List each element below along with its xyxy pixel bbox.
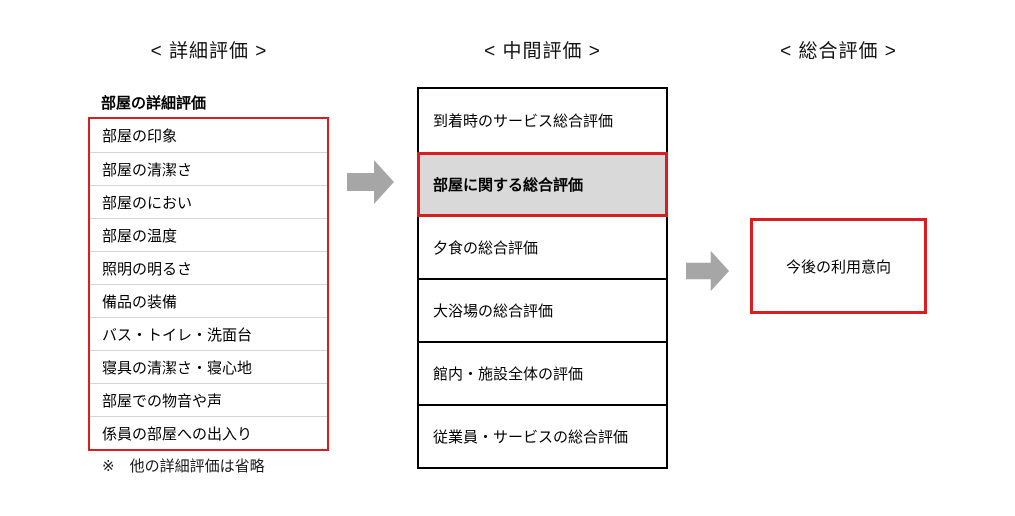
detailed-evaluation-item: 寝具の清潔さ・寝心地 xyxy=(90,350,327,383)
column-header-intermediate-evaluation: < 中間評価 > xyxy=(484,41,601,62)
intermediate-evaluation-row-label: 大浴場の総合評価 xyxy=(433,303,554,320)
detailed-evaluation-item-label: 部屋の温度 xyxy=(102,227,178,245)
detailed-evaluation-item-label: 寝具の清潔さ・寝心地 xyxy=(102,359,253,377)
intermediate-evaluation-row-label: 夕食の総合評価 xyxy=(433,240,539,257)
detailed-evaluation-item-label: 部屋の清潔さ xyxy=(102,161,193,179)
intermediate-evaluation-row-label: 館内・施設全体の評価 xyxy=(433,366,584,383)
detailed-evaluation-item: 部屋の清潔さ xyxy=(90,152,327,185)
detailed-evaluation-item: 係員の部屋への出入り xyxy=(90,416,327,449)
detailed-evaluation-item: 部屋の印象 xyxy=(90,119,327,152)
detailed-list-footnote: ※ 他の詳細評価は省略 xyxy=(102,458,265,475)
detailed-evaluation-item-label: 係員の部屋への出入り xyxy=(102,425,253,443)
intermediate-evaluation-row: 従業員・サービスの総合評価 xyxy=(419,404,666,467)
detailed-evaluation-item: 照明の明るさ xyxy=(90,251,327,284)
detailed-evaluation-item-label: 備品の装備 xyxy=(102,293,178,311)
intermediate-evaluation-row: 部屋に関する総合評価 xyxy=(417,152,668,217)
detailed-evaluation-item-label: 部屋のにおい xyxy=(102,194,193,212)
intermediate-evaluation-row: 到着時のサービス総合評価 xyxy=(419,89,666,152)
block-arrow-right-icon xyxy=(347,158,395,206)
column-header-detailed-evaluation: < 詳細評価 > xyxy=(150,41,268,62)
detailed-evaluation-item: 備品の装備 xyxy=(90,284,327,317)
column-header-overall-evaluation: < 総合評価 > xyxy=(780,41,897,62)
overall-evaluation-box-label: 今後の利用意向 xyxy=(785,258,891,276)
detailed-evaluation-list: 部屋の印象 部屋の清潔さ 部屋のにおい 部屋の温度 照明の明るさ 備品の装備 バ… xyxy=(88,117,329,451)
block-arrow-right-icon xyxy=(686,247,730,295)
intermediate-evaluation-row: 館内・施設全体の評価 xyxy=(419,341,666,404)
intermediate-evaluation-table: 到着時のサービス総合評価 部屋に関する総合評価 夕食の総合評価 大浴場の総合評価… xyxy=(417,87,668,469)
overall-evaluation-box: 今後の利用意向 xyxy=(750,218,927,314)
detailed-evaluation-item-label: 部屋での物音や声 xyxy=(102,392,223,410)
detailed-evaluation-item: 部屋のにおい xyxy=(90,185,327,218)
detailed-evaluation-item: 部屋での物音や声 xyxy=(90,383,327,416)
detailed-evaluation-item-label: 部屋の印象 xyxy=(102,128,178,145)
intermediate-evaluation-row-label: 従業員・サービスの総合評価 xyxy=(433,429,629,446)
intermediate-evaluation-row: 大浴場の総合評価 xyxy=(419,278,666,341)
intermediate-evaluation-row-label: 部屋に関する総合評価 xyxy=(433,177,584,194)
detailed-evaluation-item: バス・トイレ・洗面台 xyxy=(90,317,327,350)
intermediate-evaluation-row-label: 到着時のサービス総合評価 xyxy=(433,113,614,130)
intermediate-evaluation-row: 夕食の総合評価 xyxy=(419,215,666,278)
detailed-evaluation-item-label: バス・トイレ・洗面台 xyxy=(102,326,253,344)
detailed-evaluation-item: 部屋の温度 xyxy=(90,218,327,251)
detailed-list-title: 部屋の詳細評価 xyxy=(101,95,207,112)
detailed-evaluation-item-label: 照明の明るさ xyxy=(102,260,193,278)
